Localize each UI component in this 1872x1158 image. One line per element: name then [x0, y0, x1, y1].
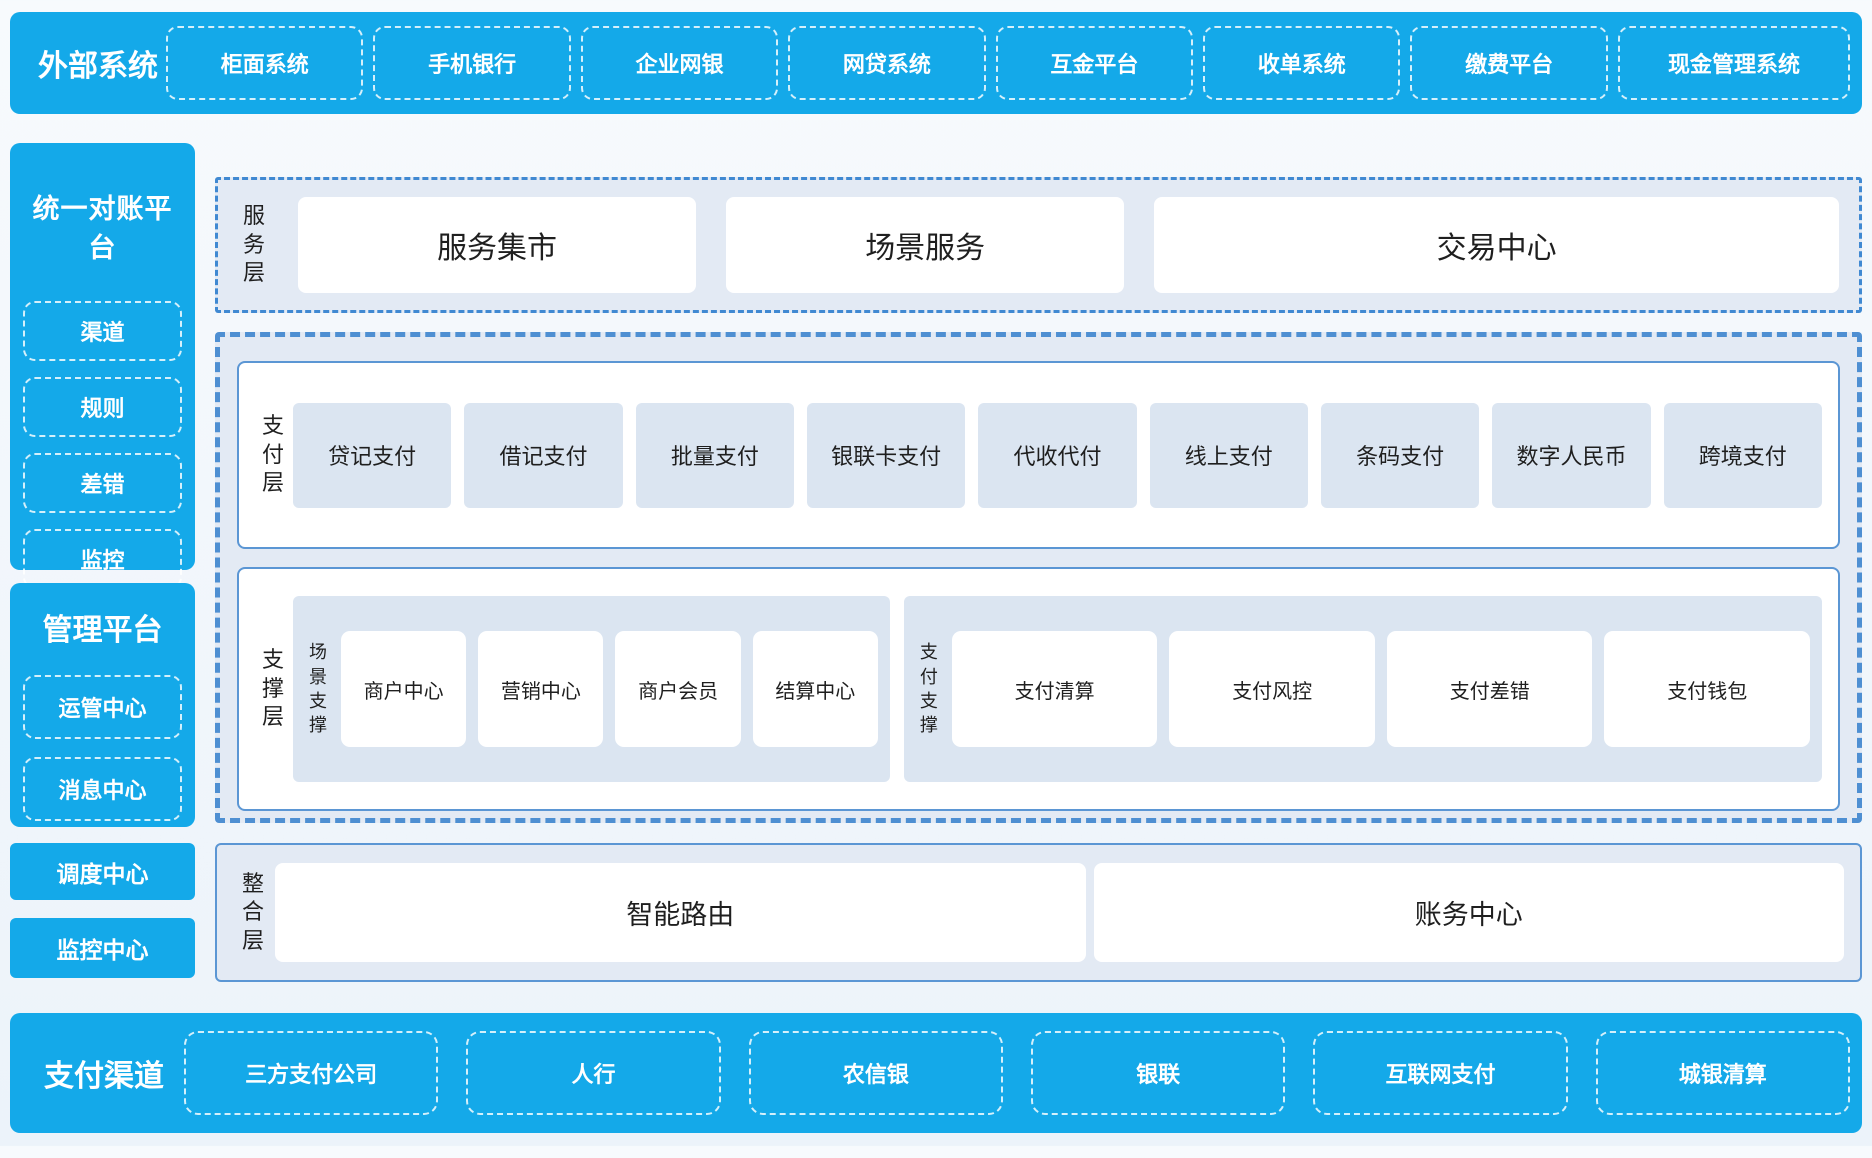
mgmt-platform-block: 管理平台 运管中心 消息中心: [10, 583, 195, 827]
external-systems-items: 柜面系统 手机银行 企业网银 网贷系统 互金平台 收单系统 缴费平台 现金管理系…: [166, 26, 1851, 100]
monitor-center-box: 监控中心: [10, 918, 195, 978]
external-system-box: 网贷系统: [788, 26, 986, 100]
external-system-box: 企业网银: [580, 26, 779, 100]
architecture-diagram: 外部系统 柜面系统 手机银行 企业网银 网贷系统 互金平台 收单系统 缴费平台 …: [0, 12, 1872, 1158]
integration-layer-label: 整合层: [241, 870, 264, 953]
service-box: 场景服务: [726, 197, 1125, 293]
payment-channels-label: 支付渠道: [44, 1060, 164, 1093]
payment-items: 贷记支付 借记支付 批量支付 银联卡支付 代收代付 线上支付 条码支付 数字人民…: [293, 402, 1822, 508]
external-system-box: 互金平台: [995, 26, 1194, 100]
support-box: 支付清算: [951, 631, 1158, 747]
middle-region: 统一对账平台 渠道 规则 差错 监控 管理平台 运管中心 消息中心 调度中心 监…: [10, 114, 1862, 982]
support-layer: 支撑层 场景支撑 商户中心 营销中心 商户会员 结算中心 支付支撑 支付清算: [237, 567, 1840, 811]
payment-box: 银联卡支付: [806, 402, 966, 508]
support-box: 营销中心: [478, 631, 604, 747]
recon-platform-block: 统一对账平台 渠道 规则 差错 监控: [10, 143, 195, 589]
mgmt-platform-items: 运管中心 消息中心: [23, 675, 182, 821]
recon-item: 规则: [23, 377, 182, 437]
external-systems-band: 外部系统 柜面系统 手机银行 企业网银 网贷系统 互金平台 收单系统 缴费平台 …: [10, 12, 1862, 114]
recon-platform-items: 渠道 规则 差错 监控: [23, 301, 182, 589]
payment-channel-box: 银联: [1030, 1031, 1286, 1115]
support-box: 结算中心: [752, 631, 878, 747]
core-layers-wrapper: 支付层 贷记支付 借记支付 批量支付 银联卡支付 代收代付 线上支付 条码支付 …: [215, 332, 1862, 823]
payment-channel-box: 人行: [466, 1031, 721, 1115]
payment-box: 数字人民币: [1492, 402, 1651, 508]
payment-support-group: 支付支撑 支付清算 支付风控 支付差错 支付钱包: [903, 596, 1822, 782]
support-box: 支付钱包: [1604, 631, 1810, 747]
payment-channels-band: 支付渠道 三方支付公司 人行 农信银 银联 互联网支付 城银清算: [10, 1013, 1862, 1133]
external-system-box: 缴费平台: [1410, 26, 1608, 100]
service-layer: 服务层 服务集市 场景服务 交易中心: [215, 177, 1862, 313]
scene-support-group: 场景支撑 商户中心 营销中心 商户会员 结算中心: [293, 596, 890, 782]
mgmt-item: 消息中心: [23, 757, 182, 821]
main-column: 服务层 服务集市 场景服务 交易中心 支付层 贷记支付 借记支付 批量支付 银联…: [215, 114, 1862, 982]
payment-box: 借记支付: [464, 402, 623, 508]
payment-box: 代收代付: [978, 402, 1137, 508]
mgmt-item: 运管中心: [23, 675, 182, 739]
service-box: 服务集市: [298, 197, 697, 293]
support-box: 商户会员: [615, 631, 741, 747]
mgmt-platform-title: 管理平台: [42, 614, 163, 647]
integration-box: 账务中心: [1093, 863, 1844, 962]
payment-box: 批量支付: [635, 402, 794, 508]
payment-channel-box: 城银清算: [1595, 1031, 1850, 1115]
integration-box: 智能路由: [275, 863, 1086, 962]
service-layer-label: 服务层: [242, 203, 265, 286]
support-groups: 场景支撑 商户中心 营销中心 商户会员 结算中心 支付支撑 支付清算 支付风控 …: [293, 596, 1822, 782]
payment-box: 跨境支付: [1663, 402, 1822, 508]
scene-support-label: 场景支撑: [309, 642, 327, 736]
payment-box: 条码支付: [1320, 402, 1480, 508]
support-layer-label: 支撑层: [261, 647, 284, 730]
payment-box: 线上支付: [1149, 402, 1308, 508]
payment-layer: 支付层 贷记支付 借记支付 批量支付 银联卡支付 代收代付 线上支付 条码支付 …: [237, 361, 1840, 549]
payment-layer-label: 支付层: [261, 413, 284, 496]
recon-item: 渠道: [23, 301, 182, 361]
dispatch-center-box: 调度中心: [10, 843, 195, 900]
payment-channel-box: 农信银: [748, 1031, 1003, 1115]
external-system-box: 柜面系统: [166, 26, 364, 100]
payment-channel-box: 三方支付公司: [184, 1031, 439, 1115]
external-systems-label: 外部系统: [38, 50, 158, 83]
payment-channel-items: 三方支付公司 人行 农信银 银联 互联网支付 城银清算: [184, 1031, 1850, 1115]
recon-item: 差错: [23, 453, 182, 513]
left-sidebar: 统一对账平台 渠道 规则 差错 监控 管理平台 运管中心 消息中心 调度中心 监…: [10, 114, 195, 982]
payment-channel-box: 互联网支付: [1313, 1031, 1568, 1115]
external-system-box: 收单系统: [1203, 26, 1401, 100]
recon-item: 监控: [23, 529, 182, 589]
payment-box: 贷记支付: [293, 402, 452, 508]
support-box: 支付差错: [1386, 631, 1593, 747]
external-system-box: 手机银行: [373, 26, 571, 100]
support-box: 支付风控: [1169, 631, 1375, 747]
external-system-box: 现金管理系统: [1617, 26, 1851, 100]
service-box: 交易中心: [1154, 197, 1840, 293]
support-box: 商户中心: [341, 631, 467, 747]
recon-platform-title: 统一对账平台: [32, 194, 173, 263]
integration-layer: 整合层 智能路由 账务中心: [215, 843, 1862, 982]
payment-support-label: 支付支撑: [919, 642, 938, 736]
